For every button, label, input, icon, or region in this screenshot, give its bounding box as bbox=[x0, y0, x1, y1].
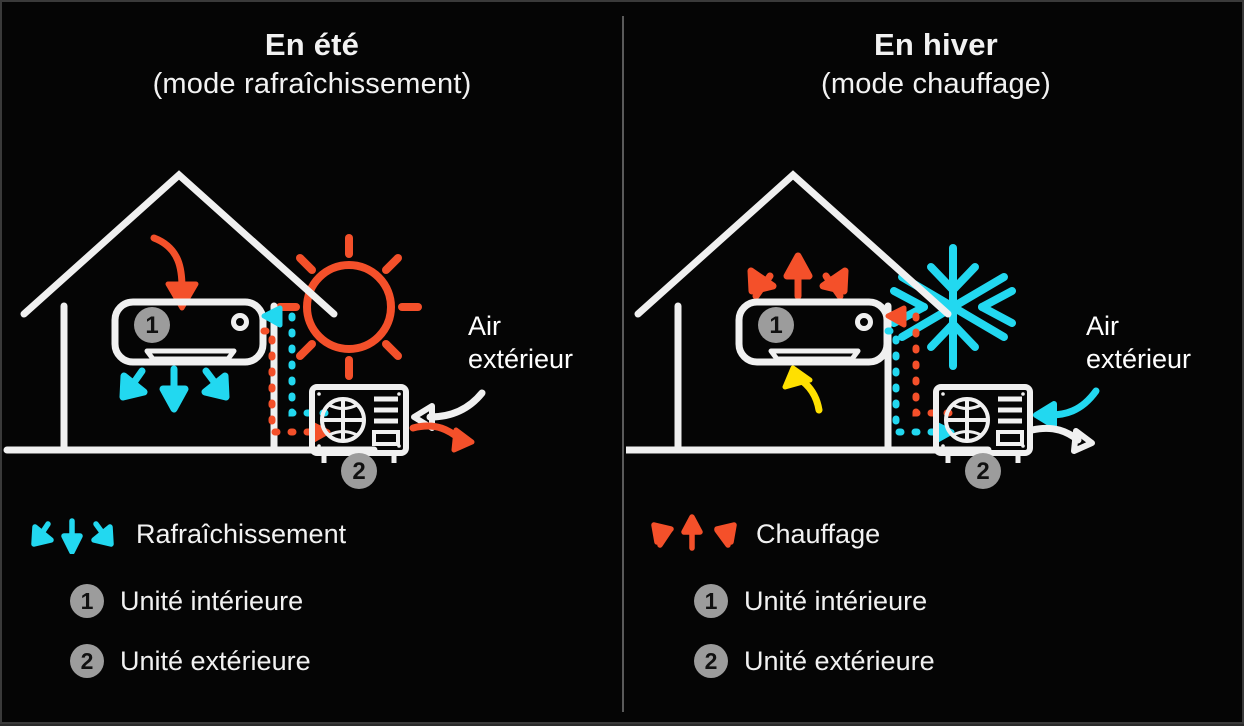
winter-title-line1: En hiver bbox=[874, 27, 998, 62]
legend-badge-1: 1 bbox=[694, 584, 728, 618]
legend-label-outdoor-unit: Unité extérieure bbox=[744, 645, 935, 676]
house-outline bbox=[3, 170, 378, 454]
indoor-unit: 1 bbox=[111, 298, 267, 366]
refrigerant-pipes bbox=[260, 305, 336, 444]
winter-panel: En hiver (mode chauffage) bbox=[626, 2, 1244, 726]
summer-outdoor-air-label: Air extérieur bbox=[468, 310, 573, 376]
warm-air-arrows bbox=[747, 252, 849, 300]
panel-divider bbox=[622, 16, 624, 712]
summer-legend: Rafraîchissement 1 Unité intérieure 2 Un… bbox=[2, 514, 622, 678]
badge-1-icon: 1 bbox=[694, 584, 728, 618]
outdoor-unit-badge-text: 2 bbox=[352, 458, 365, 485]
winter-title: En hiver (mode chauffage) bbox=[626, 26, 1244, 104]
winter-legend: Chauffage 1 Unité intérieure 2 Unité ext… bbox=[626, 514, 1244, 678]
summer-title-line2: (mode rafraîchissement) bbox=[152, 68, 472, 100]
legend-label-heating: Chauffage bbox=[756, 518, 881, 549]
outdoor-air-in-arrow bbox=[1033, 387, 1100, 429]
triple-arrow-down-icon bbox=[26, 514, 122, 554]
summer-title: En été (mode rafraîchissement) bbox=[2, 26, 622, 104]
legend-badge-2: 2 bbox=[694, 644, 728, 678]
summer-title-line1: En été bbox=[264, 27, 360, 62]
indoor-unit-badge-circle bbox=[134, 307, 170, 343]
legend-badge-2: 2 bbox=[70, 644, 104, 678]
outdoor-air-in-arrow bbox=[411, 389, 486, 431]
winter-illustration: 1 bbox=[626, 110, 1244, 490]
legend-badge-1: 1 bbox=[70, 584, 104, 618]
legend-label-indoor-unit: Unité intérieure bbox=[744, 585, 928, 616]
winter-air-label-line1: Air bbox=[1086, 311, 1119, 341]
indoor-unit-badge-circle bbox=[758, 307, 794, 343]
outdoor-unit-badge: 2 bbox=[965, 453, 1001, 489]
winter-title-line2: (mode chauffage) bbox=[821, 68, 1051, 100]
legend-label-outdoor-unit: Unité extérieure bbox=[120, 645, 311, 676]
summer-panel: En été (mode rafraîchissement) bbox=[2, 2, 622, 726]
legend-item-outdoor-unit: 2 Unité extérieure bbox=[626, 644, 1244, 678]
legend-item-outdoor-unit: 2 Unité extérieure bbox=[2, 644, 622, 678]
badge-1-icon: 1 bbox=[70, 584, 104, 618]
sun-heat-arrow bbox=[150, 234, 199, 311]
outdoor-unit-badge-text: 2 bbox=[976, 458, 989, 485]
triple-arrow-up-icon bbox=[646, 514, 742, 554]
indoor-unit-badge-text: 1 bbox=[769, 312, 782, 339]
return-air-arrow bbox=[782, 365, 823, 414]
summer-air-label-line1: Air bbox=[468, 311, 501, 341]
cool-air-arrows bbox=[119, 365, 230, 413]
orange-pipe-arrowhead bbox=[885, 305, 907, 328]
outdoor-unit bbox=[309, 384, 409, 463]
outdoor-air-out-arrow bbox=[409, 422, 475, 453]
snowflake-icon bbox=[890, 244, 1016, 370]
legend-item-indoor-unit: 1 Unité intérieure bbox=[626, 584, 1244, 618]
outdoor-unit bbox=[933, 384, 1033, 463]
cyan-pipe-arrowhead bbox=[261, 305, 283, 328]
legend-item-cooling: Rafraîchissement bbox=[2, 514, 622, 554]
summer-air-label-line2: extérieur bbox=[468, 344, 574, 374]
legend-label-cooling: Rafraîchissement bbox=[136, 518, 347, 549]
indoor-unit-badge-text: 1 bbox=[145, 312, 158, 339]
summer-illustration: 1 bbox=[2, 110, 622, 490]
badge-2-icon: 2 bbox=[694, 644, 728, 678]
indoor-unit: 1 bbox=[735, 298, 891, 366]
legend-item-indoor-unit: 1 Unité intérieure bbox=[2, 584, 622, 618]
legend-item-heating: Chauffage bbox=[626, 514, 1244, 554]
outdoor-unit-badge: 2 bbox=[341, 453, 377, 489]
legend-label-indoor-unit: Unité intérieure bbox=[120, 585, 304, 616]
badge-2-icon: 2 bbox=[70, 644, 104, 678]
winter-outdoor-air-label: Air extérieur bbox=[1086, 310, 1191, 376]
sun-icon bbox=[276, 234, 422, 380]
outdoor-air-out-arrow bbox=[1028, 424, 1095, 454]
winter-air-label-line2: extérieur bbox=[1086, 344, 1192, 374]
